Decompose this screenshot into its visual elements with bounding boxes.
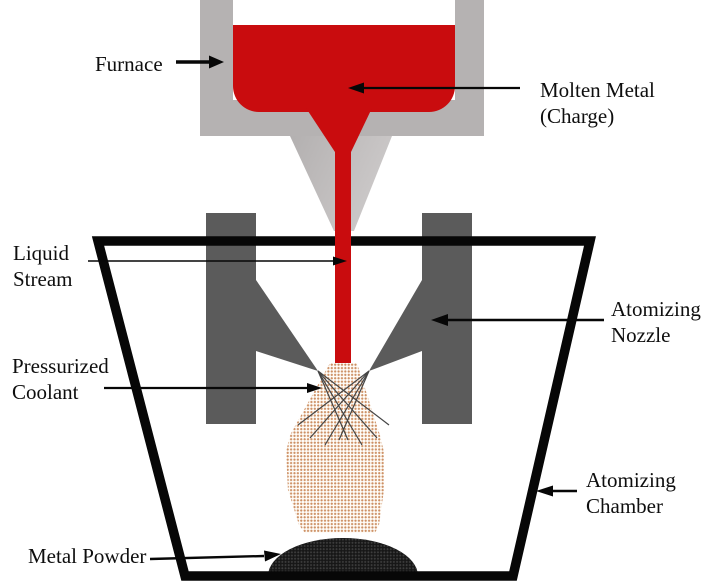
label-atomizing-nozzle-line2: Nozzle <box>611 323 671 347</box>
molten-metal-body <box>233 25 455 112</box>
label-pressurized-coolant: Pressurized Coolant <box>12 353 109 405</box>
label-atomizing-nozzle-line1: Atomizing <box>611 297 701 321</box>
label-pressurized-coolant-line2: Coolant <box>12 380 79 404</box>
label-molten-metal: Molten Metal (Charge) <box>540 77 655 129</box>
label-atomizing-chamber-line1: Atomizing <box>586 468 676 492</box>
label-metal-powder-line1: Metal Powder <box>28 544 147 568</box>
label-liquid-stream-line1: Liquid <box>13 241 69 265</box>
label-furnace: Furnace <box>95 51 163 77</box>
label-atomizing-chamber-line2: Chamber <box>586 494 663 518</box>
label-liquid-stream: Liquid Stream <box>13 240 72 292</box>
label-metal-powder: Metal Powder <box>28 543 146 569</box>
label-furnace-line1: Furnace <box>95 52 163 76</box>
label-atomizing-nozzle: Atomizing Nozzle <box>611 296 701 348</box>
label-atomizing-chamber: Atomizing Chamber <box>586 467 676 519</box>
label-molten-metal-line1: Molten Metal <box>540 78 655 102</box>
liquid-stream-shape <box>335 150 351 363</box>
label-liquid-stream-line2: Stream <box>13 267 73 291</box>
atomizing-chamber-outline <box>91 236 596 581</box>
label-molten-metal-line2: (Charge) <box>540 104 615 128</box>
label-pressurized-coolant-line1: Pressurized <box>12 354 109 378</box>
